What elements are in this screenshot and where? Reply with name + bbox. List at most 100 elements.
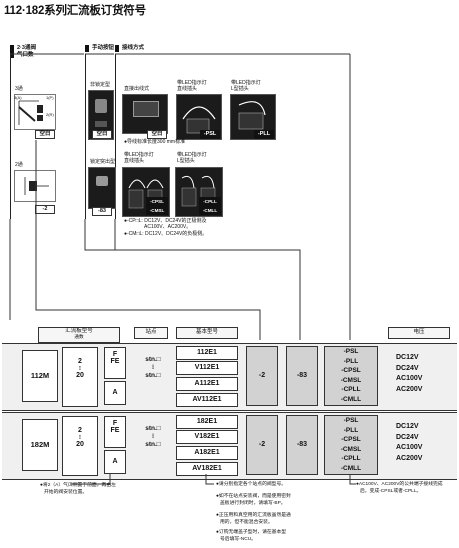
flag-f: F (112, 420, 118, 427)
stn-112-a: stn.□ (145, 356, 161, 363)
base-112e1: 112E1 (176, 346, 238, 360)
th-manifold-label: 汇流板型号 (65, 328, 93, 334)
led2-straight-label: 带LED指示灯 直线插头 (124, 152, 154, 164)
stn-182-a: stn.□ (145, 425, 161, 432)
wiring-bracket (115, 54, 116, 219)
header-wiring: 接线方式 (115, 45, 144, 52)
stations-112: 2 ⁝ 20 (62, 347, 98, 407)
base-a182e1: A182E1 (176, 446, 238, 460)
two-way-symbol (14, 170, 56, 202)
page-title: 112·182系列汇流板订货符号 (4, 5, 146, 17)
voltage-182: DC12V DC24V AC100V AC200V (396, 422, 448, 464)
w112-cpll: -CPLL (341, 386, 361, 393)
th-voltage: 电压 (388, 327, 450, 339)
note-right-2: 后，变成-CPSL或者-CPLL。 (360, 489, 422, 494)
opt-112-83: -83 (286, 346, 318, 406)
three-way-symbol (14, 94, 56, 130)
note-mid-6: ●订购无端盖子型时，请在基本型 (216, 530, 287, 535)
note-mid-5: 用的，但不能混合安装。 (220, 520, 273, 525)
flag-fe: FE (110, 358, 120, 365)
two-way-valve-icon (24, 177, 49, 195)
led-l-label: 带LED指示灯 L型插头 (231, 80, 261, 92)
w112-psl: -PSL (343, 348, 359, 355)
w182-psl: -PSL (343, 417, 359, 424)
base-av112e1: AV112E1 (176, 393, 238, 407)
stn-182: stn.□ ⁝ stn.□ (138, 425, 168, 449)
header-manual: 手动按钮 (85, 45, 114, 52)
opt-182-2: -2 (246, 415, 278, 475)
lead-note: ●导线标准长度300 mm标准 (124, 139, 186, 145)
header-manual-label: 手动按钮 (85, 45, 114, 52)
lock-label: 锁定突出型 (90, 159, 116, 165)
flags-182-f: F FE (104, 416, 126, 448)
note-mid-7: 号后填写-NCU。 (220, 537, 256, 542)
th-manifold-sub: 通数 (74, 334, 84, 339)
v182-ac200: AC200V (396, 454, 423, 462)
flag-112-a: A (104, 381, 126, 405)
stations-182-top: 2 (78, 427, 82, 434)
note-mid-4: ●正压用和真空用的汇流板虽然是通 (216, 513, 291, 518)
lock-image (88, 167, 116, 209)
wiring-182: -PSL -PLL -CPSL -CMSL -CPLL -CMLL (324, 415, 378, 475)
v182-dc12: DC12V (396, 423, 419, 430)
w112-cmll: -CMLL (340, 395, 362, 403)
led-l-tag: -PLL (254, 130, 274, 139)
three-way-code-p: 1(P) (46, 95, 54, 100)
th-station: 站点 (134, 327, 168, 339)
tag-cmll: -CMLL (199, 206, 221, 215)
tag-cpsl: -CPSL (146, 197, 168, 206)
base-v112e1: V112E1 (176, 361, 238, 375)
ports-bracket (10, 54, 11, 219)
stn-112: stn.□ ⁝ stn.□ (138, 356, 168, 380)
stations-182: 2 ⁝ 20 (62, 416, 98, 476)
w112-cpsl: -CPSL (341, 367, 361, 374)
v182-dc24: DC24V (396, 433, 419, 441)
flag-182-a: A (104, 450, 126, 474)
note-right-1: ●AC100V、AC200V的公共端子接线完成 (356, 482, 443, 487)
v112-ac100: AC100V (396, 375, 423, 382)
header-wiring-label: 接线方式 (115, 45, 144, 52)
direct-label: 直接出线式 (124, 86, 150, 92)
base-v182e1: V182E1 (176, 430, 238, 444)
opt-182-83: -83 (286, 415, 318, 475)
direct-image (122, 94, 168, 134)
direct-tag: 空白 (147, 130, 167, 139)
base-av182e1: AV182E1 (176, 462, 238, 476)
stn-112-c: stn.□ (145, 372, 161, 379)
stn-182-b: ⁝ (151, 433, 155, 440)
three-way-code-r: 2(R) (46, 112, 54, 117)
v112-ac200: AC200V (396, 385, 423, 393)
w182-cpsl: -CPSL (341, 436, 361, 443)
three-way-tag: 空白 (35, 130, 55, 139)
cm-note: ●-CM□L: DC12V、DC24V的负极侧。 (124, 231, 208, 237)
note-mid-1: ●请分别指定各个站点的阀型号。 (216, 482, 287, 487)
lock-tag: -83 (92, 207, 112, 216)
stations-112-bot: 20 (76, 372, 84, 379)
flags-112-f: F FE (104, 347, 126, 379)
w182-pll: -PLL (343, 426, 359, 434)
stn-112-b: ⁝ (151, 364, 155, 371)
stations-112-mid: ⁝ (79, 366, 81, 372)
model-182m: 182M (22, 419, 58, 471)
v182-ac100: AC100V (396, 444, 423, 451)
nonlock-label: 非锁定型 (90, 82, 111, 88)
tag-cpll: -CPLL (199, 197, 221, 206)
stn-182-c: stn.□ (145, 441, 161, 448)
led-straight-tag: -PSL (200, 130, 220, 139)
voltage-112: DC12V DC24V AC100V AC200V (396, 353, 448, 395)
w112-cmsl: -CMSL (340, 376, 362, 384)
cp-note-2: AC100V、AC200V。 (144, 224, 192, 230)
w182-cpll: -CPLL (341, 455, 361, 462)
cp-note-1: ●-CP□L: DC12V、DC24V的正极侧及 (124, 218, 207, 224)
three-way-label: 3通 (15, 86, 23, 92)
w112-pll: -PLL (343, 357, 359, 365)
manual-bracket (85, 54, 86, 219)
base-a112e1: A112E1 (176, 377, 238, 391)
th-manifold: 汇流板型号 通数 (38, 327, 120, 343)
th-base: 基本型号 (176, 327, 238, 339)
nonlock-tag: 空白 (92, 130, 112, 139)
w182-cmsl: -CMSL (340, 445, 362, 453)
plug-cable-icon (238, 101, 266, 130)
stations-182-mid: ⁝ (79, 435, 81, 441)
